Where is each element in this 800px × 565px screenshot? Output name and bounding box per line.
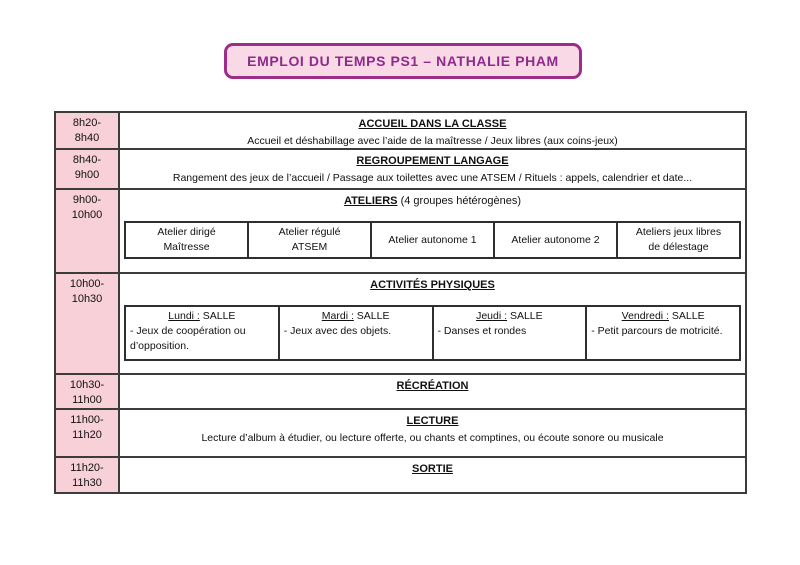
day-activity: - Jeux avec des objets.	[283, 325, 392, 337]
activity-cell: REGROUPEMENT LANGAGE Rangement des jeux …	[120, 150, 745, 188]
time-start: 10h00-	[69, 278, 105, 290]
day-title: Lundi : SALLE	[130, 309, 274, 324]
page-title: EMPLOI DU TEMPS PS1 – NATHALIE PHAM	[224, 43, 582, 79]
activity-heading-text: ACCUEIL DANS LA CLASSE	[358, 118, 507, 130]
activity-cell: ATELIERS (4 groupes hétérogènes) Atelier…	[120, 190, 745, 272]
activity-heading-suffix: (4 groupes hétérogènes)	[397, 195, 522, 207]
activity-heading: ACTIVITÉS PHYSIQUES	[120, 277, 745, 293]
day-location: SALLE	[353, 310, 390, 322]
activity-cell: LECTURE Lecture d’album à étudier, ou le…	[120, 410, 745, 456]
time-slot: 11h20- 11h30	[56, 458, 120, 492]
day-title: Mardi : SALLE	[284, 309, 428, 324]
activity-cell: SORTIE	[120, 458, 745, 492]
activity-heading: REGROUPEMENT LANGAGE	[120, 153, 745, 169]
activity-heading: ACCUEIL DANS LA CLASSE	[120, 116, 745, 132]
time-end: 8h40	[74, 132, 100, 144]
day-cell-mardi: Mardi : SALLE - Jeux avec des objets.	[277, 307, 432, 359]
atelier-cell: Atelier autonome 2	[493, 223, 616, 257]
time-start: 11h20-	[70, 462, 104, 474]
activity-description: Rangement des jeux de l’accueil / Passag…	[172, 172, 693, 184]
time-start: 8h20-	[72, 117, 102, 129]
schedule-row-recreation: 10h30- 11h00 RÉCRÉATION	[56, 375, 745, 410]
page-title-text: EMPLOI DU TEMPS PS1 – NATHALIE PHAM	[247, 53, 559, 69]
atelier-title: Ateliers jeux libres	[635, 226, 722, 238]
time-end: 10h30	[71, 293, 103, 305]
activity-heading: LECTURE	[120, 413, 745, 429]
time-end: 11h00	[72, 394, 102, 406]
time-start: 11h00-	[70, 414, 104, 426]
atelier-title: Atelier autonome 1	[388, 233, 477, 246]
activity-heading: ATELIERS (4 groupes hétérogènes)	[120, 193, 745, 209]
day-name: Mardi :	[321, 310, 354, 322]
day-name: Lundi :	[168, 310, 200, 322]
time-slot: 8h40- 9h00	[56, 150, 120, 188]
atelier-subtitle: ATSEM	[291, 241, 328, 253]
activity-heading-text: SORTIE	[412, 463, 453, 475]
day-activity: - Danses et rondes	[437, 325, 527, 337]
day-cell-jeudi: Jeudi : SALLE - Danses et rondes	[431, 307, 586, 359]
time-slot: 9h00- 10h00	[56, 190, 120, 272]
time-slot: 10h00- 10h30	[56, 274, 120, 373]
activity-heading-text: RÉCRÉATION	[396, 380, 469, 392]
schedule-row-sortie: 11h20- 11h30 SORTIE	[56, 458, 745, 492]
schedule-row-ateliers: 9h00- 10h00 ATELIERS (4 groupes hétérogè…	[56, 190, 745, 274]
schedule-row-accueil: 8h20- 8h40 ACCUEIL DANS LA CLASSE Accuei…	[56, 113, 745, 150]
time-start: 8h40-	[72, 154, 102, 166]
day-location: SALLE	[507, 310, 543, 322]
activity-description: Lecture d’album à étudier, ou lecture of…	[201, 432, 664, 444]
time-end: 9h00	[74, 169, 100, 181]
time-slot: 11h00- 11h20	[56, 410, 120, 456]
time-slot: 10h30- 11h00	[56, 375, 120, 408]
activity-heading-text: LECTURE	[406, 415, 459, 427]
atelier-cell: Ateliers jeux libres de délestage	[616, 223, 739, 257]
schedule-row-activites-physiques: 10h00- 10h30 ACTIVITÉS PHYSIQUES Lundi :…	[56, 274, 745, 375]
day-activity: - Jeux de coopération ou d’opposition.	[130, 325, 246, 352]
activity-cell: ACCUEIL DANS LA CLASSE Accueil et déshab…	[120, 113, 745, 148]
day-cell-vendredi: Vendredi : SALLE - Petit parcours de mot…	[585, 307, 739, 359]
activity-heading: SORTIE	[120, 461, 745, 477]
time-start: 10h30-	[69, 379, 105, 391]
schedule-row-lecture: 11h00- 11h20 LECTURE Lecture d’album à é…	[56, 410, 745, 458]
day-location: SALLE	[199, 310, 236, 322]
day-name: Vendredi :	[621, 310, 669, 322]
time-end: 11h20	[72, 429, 102, 441]
schedule-table: 8h20- 8h40 ACCUEIL DANS LA CLASSE Accuei…	[54, 111, 747, 494]
day-location: SALLE	[668, 310, 705, 322]
atelier-cell: Atelier autonome 1	[370, 223, 493, 257]
atelier-title: Atelier autonome 2	[511, 233, 600, 246]
atelier-title: Atelier régulé	[278, 226, 341, 238]
activity-cell: ACTIVITÉS PHYSIQUES Lundi : SALLE - Jeux…	[120, 274, 745, 373]
day-title: Jeudi : SALLE	[438, 309, 582, 324]
time-start: 9h00-	[72, 194, 102, 206]
day-cell-lundi: Lundi : SALLE - Jeux de coopération ou d…	[126, 307, 278, 359]
atelier-cell: Atelier dirigé Maîtresse	[126, 223, 247, 257]
activity-description: Accueil et déshabillage avec l’aide de l…	[247, 135, 618, 147]
days-subtable: Lundi : SALLE - Jeux de coopération ou d…	[124, 305, 741, 361]
ateliers-subtable: Atelier dirigé Maîtresse Atelier régulé …	[124, 221, 741, 259]
schedule-row-regroupement: 8h40- 9h00 REGROUPEMENT LANGAGE Rangemen…	[56, 150, 745, 190]
atelier-cell: Atelier régulé ATSEM	[247, 223, 370, 257]
activity-cell: RÉCRÉATION	[120, 375, 745, 408]
activity-heading-text: ATELIERS	[343, 195, 398, 207]
day-name: Jeudi :	[476, 310, 508, 322]
time-slot: 8h20- 8h40	[56, 113, 120, 148]
time-end: 10h00	[71, 209, 103, 221]
activity-heading: RÉCRÉATION	[120, 378, 745, 394]
atelier-title: Atelier dirigé	[157, 226, 216, 238]
activity-heading-text: REGROUPEMENT LANGAGE	[356, 155, 509, 167]
atelier-subtitle: Maîtresse	[163, 241, 210, 253]
activity-heading-text: ACTIVITÉS PHYSIQUES	[370, 279, 495, 291]
day-activity: - Petit parcours de motricité.	[591, 325, 723, 337]
day-title: Vendredi : SALLE	[591, 309, 735, 324]
time-end: 11h30	[72, 477, 102, 489]
atelier-subtitle: de délestage	[648, 241, 709, 253]
